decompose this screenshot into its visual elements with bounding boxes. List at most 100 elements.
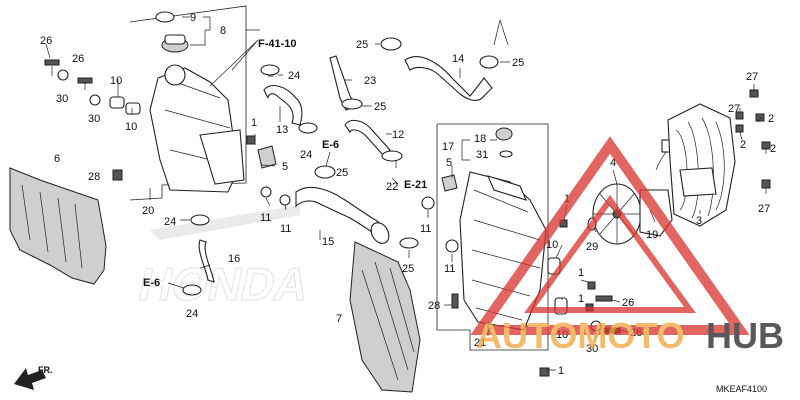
- hose-13: [263, 84, 303, 126]
- front-direction-arrow: FR.: [14, 365, 53, 390]
- label-25b: 25: [374, 101, 386, 113]
- label-21: 21: [474, 337, 486, 349]
- nut-1e: [539, 367, 550, 377]
- label-10c: 10: [546, 239, 558, 251]
- label-1e: 1: [558, 365, 564, 377]
- label-31: 31: [476, 149, 488, 161]
- label-27a: 27: [746, 71, 758, 83]
- label-28b: 28: [428, 300, 440, 312]
- tank-filler-neck: [164, 64, 186, 86]
- reference-callouts: F-41-10 E-6 E-21 E-6: [143, 38, 427, 289]
- label-24c: 24: [164, 216, 176, 228]
- nut-1a: [246, 135, 256, 145]
- washer-30a: [57, 69, 69, 81]
- label-10a: 10: [110, 75, 122, 87]
- screw-2b: [735, 124, 744, 133]
- label-25e: 25: [512, 57, 524, 69]
- grommet-10b: [125, 102, 141, 115]
- label-13: 13: [276, 124, 288, 136]
- label-4: 4: [610, 157, 616, 169]
- label-26b: 26: [72, 53, 84, 65]
- bolt-26a: [44, 43, 60, 66]
- label-12: 12: [392, 129, 404, 141]
- label-2b: 2: [740, 139, 746, 151]
- label-1d: 1: [578, 293, 584, 305]
- radiator-tank-upper: [487, 175, 527, 201]
- label-1c: 1: [578, 267, 584, 279]
- hose-clip-24a: [260, 64, 280, 76]
- label-3: 3: [696, 215, 702, 227]
- tank-bracket: [199, 129, 245, 185]
- label-19: 19: [646, 229, 658, 241]
- label-20: 20: [142, 205, 154, 217]
- label-24d: 24: [186, 308, 198, 320]
- tank-cap-top: [164, 34, 186, 45]
- bolt-11d: [445, 239, 459, 253]
- label-15: 15: [322, 236, 334, 248]
- label-11a: 11: [260, 212, 271, 224]
- label-24b: 24: [300, 149, 312, 161]
- label-23: 23: [364, 75, 376, 87]
- screw-27c: [761, 179, 771, 189]
- screw-27b: [735, 111, 744, 120]
- label-5a: 5: [282, 161, 288, 173]
- label-24a: 24: [288, 70, 300, 82]
- ref-e-6-upper: E-6: [322, 139, 339, 151]
- hose-clip-24c: [190, 214, 210, 226]
- ref-e-21: E-21: [404, 179, 427, 191]
- rubber-5b: [441, 174, 458, 192]
- label-6: 6: [54, 153, 60, 165]
- svg-text:HONDA: HONDA: [134, 258, 314, 309]
- label-5b: 5: [446, 157, 452, 169]
- honda-watermark: HONDA: [134, 205, 314, 310]
- screw-27a: [749, 89, 759, 98]
- label-11c: 11: [420, 223, 431, 235]
- radiator-group-frame: [436, 123, 549, 351]
- watermark-brand-hub: HUB: [706, 315, 784, 356]
- hose-12: [344, 119, 391, 157]
- hose-clip-24b: [298, 122, 318, 134]
- radiator-guard-7: [349, 241, 421, 393]
- front-label: FR.: [38, 365, 53, 375]
- label-2a: 2: [768, 113, 774, 125]
- label-30c: 30: [586, 343, 598, 355]
- shroud-6: [9, 167, 107, 285]
- watermark-triangle: [470, 136, 750, 335]
- label-2c: 2: [770, 143, 776, 155]
- grommet-18: [495, 127, 513, 141]
- fan-shroud-3: [667, 103, 736, 227]
- bolt-11a: [260, 186, 272, 198]
- hose-clip-25d: [479, 55, 499, 69]
- label-17: 17: [442, 141, 454, 153]
- label-28a: 28: [88, 171, 100, 183]
- label-27b: 27: [728, 103, 740, 115]
- ref-e-6-lower: E-6: [143, 277, 160, 289]
- rubber-5a: [257, 145, 277, 169]
- oring-31: [499, 150, 513, 158]
- diagram-code: MKEAF4100: [716, 384, 767, 394]
- clip-28a: [112, 169, 123, 181]
- label-26a: 26: [40, 35, 52, 47]
- label-25d: 25: [402, 263, 414, 275]
- nut-1c: [587, 281, 596, 290]
- hose-clip-25b: [314, 165, 336, 179]
- hose-16: [198, 239, 215, 283]
- ref-f-41-10: F-41-10: [258, 38, 297, 50]
- washer-30b: [89, 94, 101, 106]
- tank-cap: [155, 11, 175, 23]
- hose-clip-25a: [380, 37, 402, 51]
- hose-clip-22: [381, 150, 403, 162]
- bolt-11b: [279, 194, 291, 206]
- label-11b: 11: [280, 223, 291, 235]
- label-11d: 11: [444, 263, 455, 275]
- screw-2a: [755, 113, 765, 122]
- bolt-11c: [421, 196, 435, 210]
- watermark-brand-automoto: AUTOMOTO: [476, 315, 685, 356]
- label-30a: 30: [56, 93, 68, 105]
- label-27c: 27: [758, 203, 770, 215]
- automotohub-watermark: AUTOMOTO HUB: [470, 136, 784, 356]
- label-8: 8: [220, 25, 226, 37]
- hose-clip-24d: [182, 284, 202, 296]
